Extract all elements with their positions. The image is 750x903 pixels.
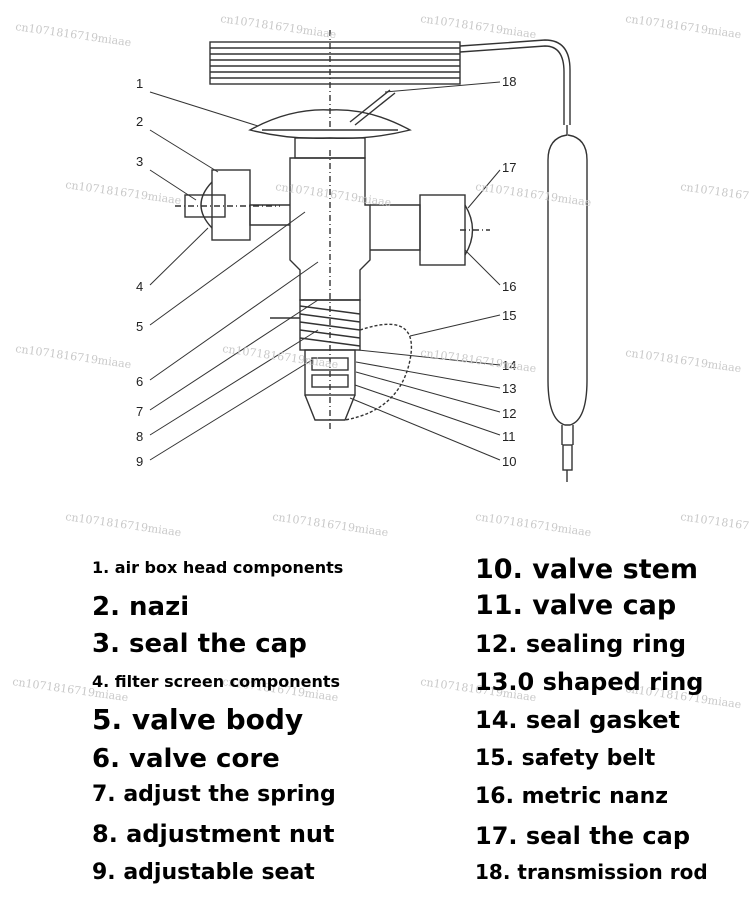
- legend-watermarks: cn1071816719miaae cn1071816719miaae cn10…: [12, 510, 750, 711]
- legend-item: 11. valve cap: [475, 590, 677, 621]
- callout-11: 11: [502, 429, 516, 444]
- diaphragm-head: [248, 89, 412, 159]
- parts-legend: 1. air box head components 2. nazi 3. se…: [0, 540, 750, 900]
- callout-13: 13: [502, 381, 516, 396]
- legend-item: 4. filter screen components: [92, 672, 341, 691]
- callout-8: 8: [136, 429, 143, 444]
- watermark: cn1071816719miaae: [275, 180, 392, 209]
- legend-item: 2. nazi: [92, 592, 190, 622]
- legend-item: 18. transmission rod: [475, 860, 708, 884]
- legend-item: 1. air box head components: [92, 558, 344, 577]
- leader-lines: [149, 81, 501, 461]
- capillary-coil: [209, 30, 461, 130]
- callout-17: 17: [502, 160, 516, 175]
- watermark: cn1071816719miaae: [65, 178, 182, 207]
- callout-3: 3: [136, 154, 143, 169]
- watermark: cn1071816719miaae: [625, 346, 742, 375]
- legend-item: 7. adjust the spring: [92, 782, 336, 807]
- legend-item: 12. sealing ring: [475, 630, 687, 658]
- callout-1: 1: [136, 76, 143, 91]
- callout-12: 12: [502, 406, 516, 421]
- callout-14: 14: [502, 358, 516, 373]
- spring-assembly: [270, 150, 361, 430]
- legend-item: 6. valve core: [92, 744, 280, 774]
- valve-body: [175, 157, 490, 301]
- legend-item: 9. adjustable seat: [92, 860, 315, 885]
- legend-item: 15. safety belt: [475, 746, 656, 771]
- legend-item: 13.0 shaped ring: [475, 668, 704, 696]
- watermark: cn1071816719miaae: [420, 12, 537, 41]
- watermark: cn1071816719miaae: [680, 510, 750, 539]
- callout-labels: 1 2 3 4 5 6 7 8 9 10 11 12 13 14 15 16 1…: [136, 74, 516, 469]
- watermark: cn1071816719miaae: [65, 510, 182, 539]
- watermark: cn1071816719miaae: [420, 346, 537, 375]
- watermark: cn1071816719miaae: [15, 20, 132, 49]
- legend-item: 17. seal the cap: [475, 822, 691, 850]
- watermark: cn1071816719miaae: [272, 510, 389, 539]
- callout-5: 5: [136, 319, 143, 334]
- sensing-bulb: [547, 125, 588, 482]
- callout-4: 4: [136, 279, 143, 294]
- watermark: cn1071816719miaae: [220, 12, 337, 41]
- callout-9: 9: [136, 454, 143, 469]
- callout-18: 18: [502, 74, 516, 89]
- callout-6: 6: [136, 374, 143, 389]
- capillary-tube: [459, 39, 571, 125]
- callout-10: 10: [502, 454, 516, 469]
- valve-drawing: 1 2 3 4 5 6 7 8 9 10 11 12 13 14 15 16 1…: [15, 12, 750, 482]
- legend-item: 10. valve stem: [475, 554, 699, 585]
- legend-item: 5. valve body: [92, 703, 304, 736]
- watermark: cn1071816719miaae: [680, 180, 750, 209]
- callout-7: 7: [136, 404, 143, 419]
- callout-15: 15: [502, 308, 516, 323]
- watermark: cn1071816719miaae: [475, 180, 592, 209]
- watermark: cn1071816719miaae: [475, 510, 592, 539]
- callout-16: 16: [502, 279, 516, 294]
- watermark: cn1071816719miaae: [15, 342, 132, 371]
- safety-belt: [344, 323, 412, 421]
- watermark: cn1071816719miaae: [222, 342, 339, 371]
- watermark: cn1071816719miaae: [625, 12, 742, 41]
- legend-item: 16. metric nanz: [475, 784, 669, 809]
- legend-item: 3. seal the cap: [92, 629, 307, 659]
- callout-2: 2: [136, 114, 143, 129]
- legend-item: 8. adjustment nut: [92, 820, 335, 848]
- legend-item: 14. seal gasket: [475, 706, 680, 734]
